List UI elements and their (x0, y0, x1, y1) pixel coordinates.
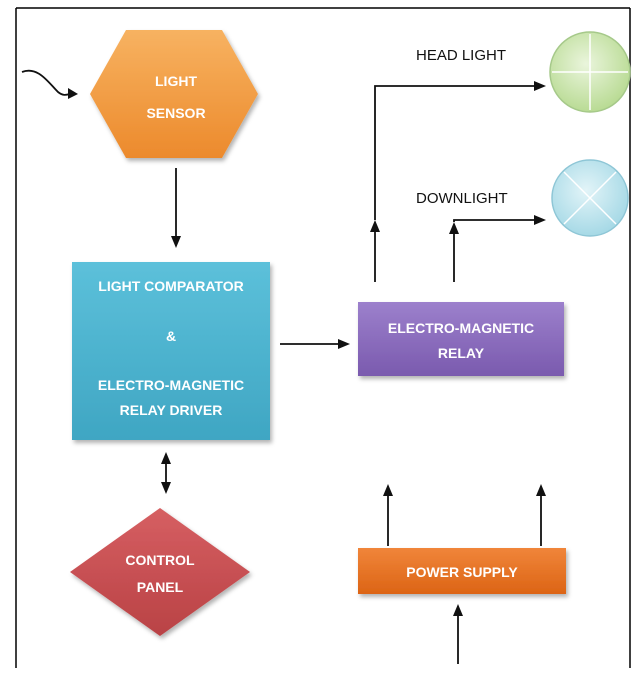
relay-to-downlight-arrow (449, 215, 546, 282)
light-sensor-label-line2: SENSOR (146, 105, 205, 121)
head-light-lamp-icon (549, 31, 631, 113)
comparator-label-line1: LIGHT COMPARATOR (98, 278, 243, 294)
comparator-control-panel-arrow (161, 452, 171, 494)
comparator-label-line4: RELAY DRIVER (120, 402, 223, 418)
incoming-light-arrow (21, 69, 78, 99)
relay-label-line1: ELECTRO-MAGNETIC (388, 320, 534, 336)
downlight-lamp-icon (551, 159, 629, 237)
power-input-arrow (453, 604, 463, 664)
head-light-label: HEAD LIGHT (416, 47, 506, 64)
comparator-label-line3: ELECTRO-MAGNETIC (98, 377, 244, 393)
power-supply-label: POWER SUPPLY (406, 564, 518, 580)
control-panel-label-line2: PANEL (137, 579, 184, 595)
light-sensor-node: LIGHT SENSOR (90, 30, 258, 158)
relay-label-line2: RELAY (438, 345, 485, 361)
sensor-to-comparator-arrow (171, 168, 181, 248)
comparator-label-line2: & (166, 328, 176, 344)
control-panel-label-line1: CONTROL (125, 552, 195, 568)
electro-magnetic-relay-node: ELECTRO-MAGNETIC RELAY (358, 302, 564, 376)
light-comparator-node: LIGHT COMPARATOR & ELECTRO-MAGNETIC RELA… (72, 262, 270, 440)
figure-frame (15, 7, 631, 668)
downlight-label: DOWNLIGHT (416, 190, 508, 207)
power-to-relay-arrow-left (383, 484, 393, 546)
relay-to-headlight-arrow (370, 81, 546, 282)
comparator-to-relay-arrow (280, 339, 350, 349)
light-sensor-label-line1: LIGHT (155, 73, 197, 89)
control-panel-node: CONTROL PANEL (70, 508, 250, 636)
power-to-relay-arrow-right (536, 484, 546, 546)
power-supply-node: POWER SUPPLY (358, 548, 566, 594)
